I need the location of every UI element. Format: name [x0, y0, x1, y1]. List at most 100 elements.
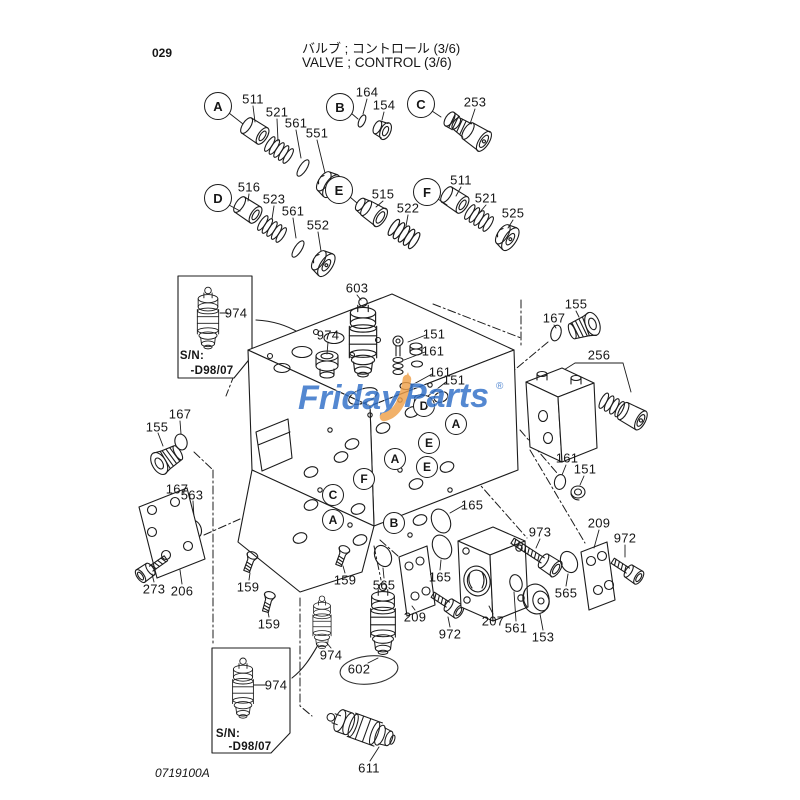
part-label: 525 — [501, 205, 525, 221]
section-circle-F: F — [413, 178, 441, 206]
part-label: 511 — [242, 91, 264, 107]
serial-box-lower — [211, 644, 319, 754]
part-label-602-highlighted: 602 — [347, 661, 371, 677]
part-256-assembly — [525, 362, 648, 463]
port-circle-A: A — [322, 509, 344, 531]
part-label: 521 — [265, 104, 289, 120]
part-label: 565 — [554, 585, 578, 601]
port-circle-B: B — [383, 512, 405, 534]
part-155-167-left — [146, 420, 188, 478]
part-label: 603 — [345, 280, 369, 296]
part-label: 974 — [316, 327, 340, 343]
highlight-ellipse-602 — [339, 655, 399, 685]
part-611-cartridge — [322, 703, 400, 762]
part-label: 155 — [564, 296, 588, 312]
part-label: 611 — [358, 760, 380, 776]
part-209-plate-right — [580, 529, 647, 611]
part-label: 511 — [450, 172, 472, 188]
part-label: 523 — [262, 191, 286, 207]
page-title-japanese: バルブ ; コントロール (3/6) — [302, 41, 461, 56]
part-label: 515 — [371, 186, 395, 202]
part-561-153 — [509, 574, 550, 631]
part-label: 256 — [587, 347, 611, 363]
part-label: 207 — [481, 613, 505, 629]
serial-note: -D98/07 — [190, 365, 234, 377]
part-974-lower-cartridge — [312, 595, 332, 650]
serial-note: -D98/07 — [228, 741, 272, 753]
part-label: 209 — [587, 515, 611, 531]
part-label: 167 — [168, 406, 192, 422]
parts-565-165-orings — [373, 504, 579, 587]
port-circle-A: A — [384, 448, 406, 470]
legend-group-D — [228, 193, 340, 280]
part-label: 167 — [542, 310, 566, 326]
legend-group-A — [228, 105, 345, 201]
part-label: 159 — [257, 616, 281, 632]
part-973-bolt — [510, 537, 563, 578]
part-label: 206 — [170, 583, 194, 599]
page-number: 029 — [152, 46, 173, 60]
part-label: 151 — [573, 461, 597, 477]
port-circle-F: F — [353, 468, 375, 490]
part-label: 153 — [531, 629, 555, 645]
serial-note: S/N: — [179, 350, 205, 362]
part-label: 521 — [474, 190, 498, 206]
drawing-code: 0719100A — [155, 766, 210, 780]
part-602-cartridge — [367, 582, 396, 664]
part-label: 161 — [428, 364, 452, 380]
section-circle-B: B — [326, 93, 354, 121]
part-label: 561 — [284, 115, 308, 131]
part-label: 516 — [237, 179, 261, 195]
part-label: 973 — [528, 524, 552, 540]
part-603-cartridge — [348, 294, 378, 378]
part-label: 161 — [421, 343, 445, 359]
part-label: 974 — [224, 305, 248, 321]
legend-group-E — [349, 196, 423, 251]
part-label: 253 — [463, 94, 487, 110]
legend-group-C — [431, 108, 493, 152]
part-label: 151 — [422, 326, 446, 342]
part-label: 273 — [142, 581, 166, 597]
part-label: 209 — [403, 609, 427, 625]
part-label: 154 — [372, 97, 396, 113]
section-circle-D: D — [204, 184, 232, 212]
legend-group-F — [437, 183, 524, 254]
part-label: 561 — [504, 620, 528, 636]
part-155-167-right — [550, 309, 604, 345]
section-circle-E: E — [325, 176, 353, 204]
part-label: 561 — [281, 203, 305, 219]
part-label: 565 — [372, 577, 396, 593]
part-label: 972 — [613, 530, 637, 546]
part-207-block — [457, 526, 529, 622]
legend-group-B — [350, 98, 392, 141]
part-label: 165 — [428, 569, 452, 585]
part-label: 155 — [145, 419, 169, 435]
part-label: 165 — [460, 497, 484, 513]
part-974-upper-plug — [315, 341, 339, 379]
part-label: 159 — [236, 579, 260, 595]
page-title-english: VALVE ; CONTROL (3/6) — [302, 55, 452, 70]
part-label: 159 — [333, 572, 357, 588]
part-label: 161 — [555, 450, 579, 466]
part-209-plate-left — [398, 545, 467, 628]
port-circle-E: E — [418, 432, 440, 454]
part-label: 167 — [165, 481, 189, 497]
part-label: 974 — [319, 647, 343, 663]
part-label: 522 — [396, 200, 420, 216]
part-label: 164 — [355, 84, 379, 100]
part-161-151-right-lower — [553, 464, 586, 501]
serial-note: S/N: — [215, 728, 241, 740]
part-label: 563 — [180, 487, 204, 503]
part-label: 972 — [438, 626, 462, 642]
port-circle-E: E — [416, 456, 438, 478]
part-label: 151 — [442, 372, 466, 388]
port-circle-C: C — [322, 484, 344, 506]
section-circle-C: C — [407, 90, 435, 118]
part-label: 552 — [306, 217, 330, 233]
part-206-plate — [138, 487, 206, 585]
section-circle-A: A — [204, 92, 232, 120]
part-label: 974 — [264, 677, 288, 693]
port-circle-A: A — [445, 413, 467, 435]
